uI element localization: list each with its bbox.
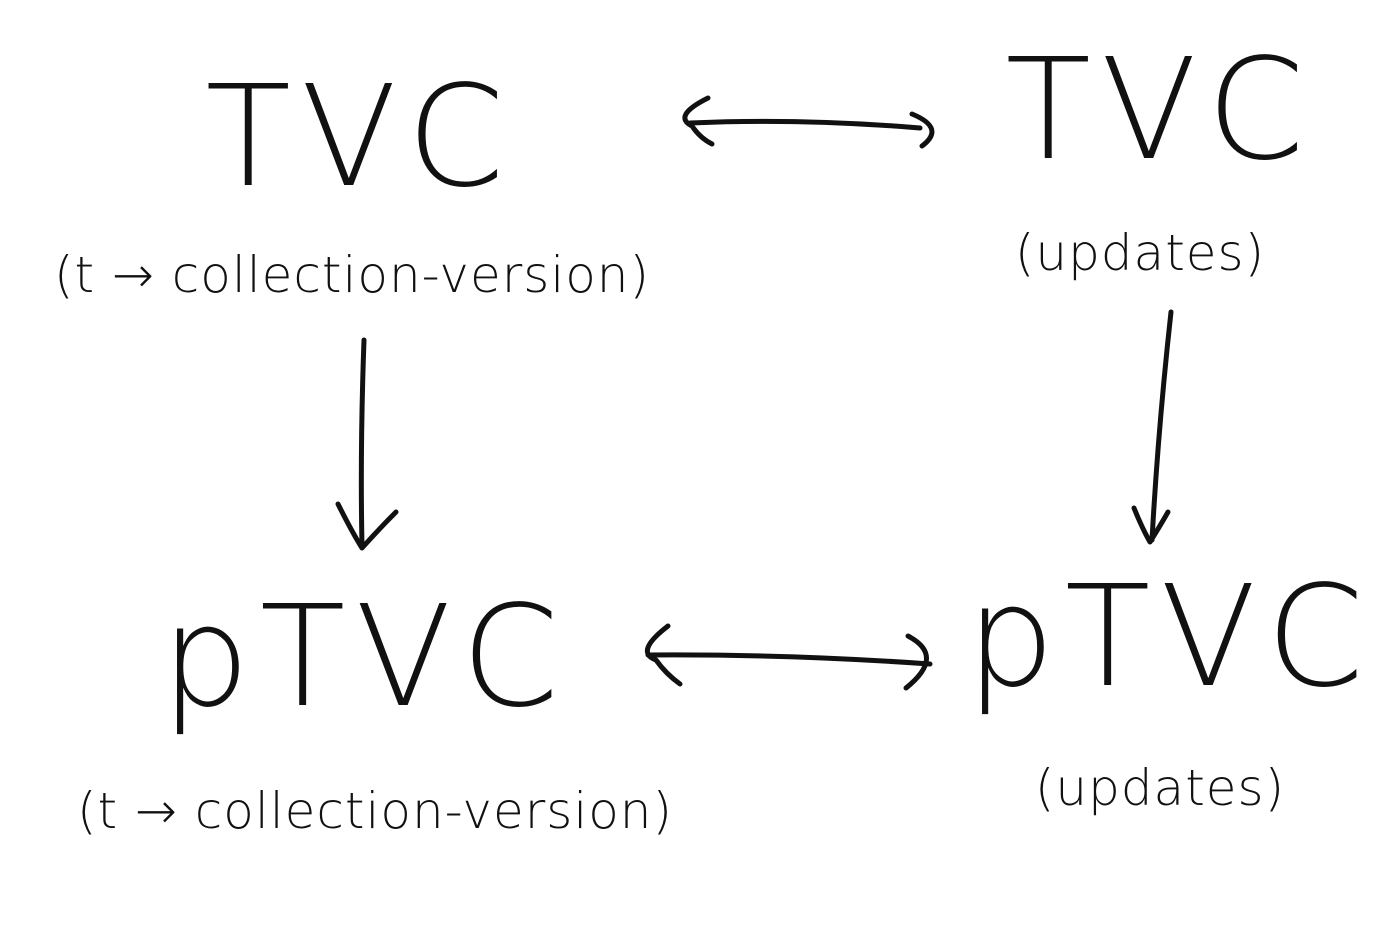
node-top-left-sublabel: (t → collection-version) xyxy=(54,246,650,304)
node-bottom-right-label: pTVC xyxy=(966,556,1374,719)
node-top-right-sublabel: (updates) xyxy=(1015,224,1265,282)
edge-right-arrowhead xyxy=(1131,505,1171,545)
edge-top-bidirectional xyxy=(682,95,935,149)
node-top-right-label: TVC xyxy=(1005,29,1314,192)
node-bottom-right-sublabel: (updates) xyxy=(1035,759,1285,817)
node-top-left-label: TVC xyxy=(205,56,514,219)
edge-bottom-line xyxy=(645,652,933,667)
node-bottom-left-sublabel: (t → collection-version) xyxy=(77,782,673,840)
edge-top-left-arrowhead xyxy=(682,95,715,147)
edge-left-down xyxy=(335,337,399,551)
edge-left-arrowhead xyxy=(335,501,399,551)
edge-bottom-left-arrowhead xyxy=(644,623,683,687)
node-top-left: TVC (t → collection-version) xyxy=(54,56,650,304)
edge-bottom-bidirectional xyxy=(644,623,933,691)
edge-top-line xyxy=(687,118,923,131)
edge-bottom-right-arrowhead xyxy=(903,633,929,691)
node-bottom-right: pTVC (updates) xyxy=(966,556,1374,817)
node-top-right: TVC (updates) xyxy=(1005,29,1314,282)
node-bottom-left-label: pTVC xyxy=(161,576,569,739)
node-bottom-left: pTVC (t → collection-version) xyxy=(77,576,673,840)
edge-top-right-arrowhead xyxy=(909,111,935,149)
edge-right-down xyxy=(1131,309,1174,545)
edge-left-line xyxy=(358,337,367,549)
edge-right-line xyxy=(1149,309,1174,543)
